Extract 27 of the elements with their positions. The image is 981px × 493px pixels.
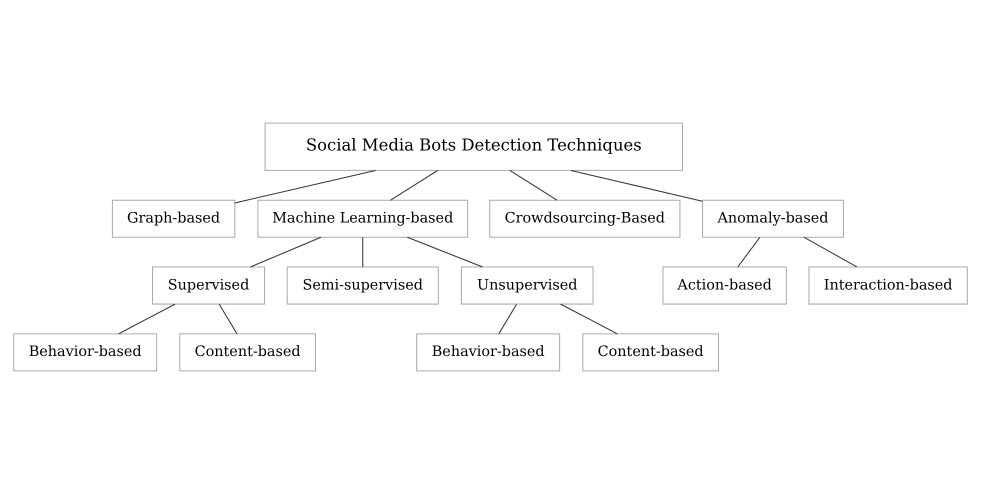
connector — [362, 236, 364, 266]
node-box: Content-based — [582, 332, 719, 371]
node-box: Action-based — [662, 266, 787, 304]
node-box: Machine Learning-based — [257, 199, 468, 238]
connector — [804, 236, 858, 267]
connector — [560, 303, 618, 334]
connector — [250, 236, 322, 267]
node-box: Behavior-based — [13, 332, 158, 371]
node-box: Content-based — [179, 332, 316, 371]
node-box: Social Media Bots Detection Techniques — [264, 122, 684, 170]
connector — [570, 169, 702, 202]
node-box: Interaction-based — [808, 266, 968, 304]
connector — [510, 170, 558, 200]
connector — [498, 304, 518, 334]
node-box: Graph-based — [112, 199, 236, 238]
node-box: Crowdsourcing-Based — [489, 199, 680, 238]
node-box: Supervised — [152, 266, 266, 304]
connector — [234, 169, 376, 204]
node-box: Unsupervised — [460, 266, 594, 304]
connector — [390, 170, 438, 200]
connector — [118, 303, 176, 334]
node-box: Semi-supervised — [286, 266, 439, 304]
node-box: Anomaly-based — [702, 199, 844, 238]
connector — [218, 304, 238, 334]
connector — [407, 236, 483, 267]
node-box: Behavior-based — [416, 332, 560, 371]
connector — [737, 236, 760, 267]
